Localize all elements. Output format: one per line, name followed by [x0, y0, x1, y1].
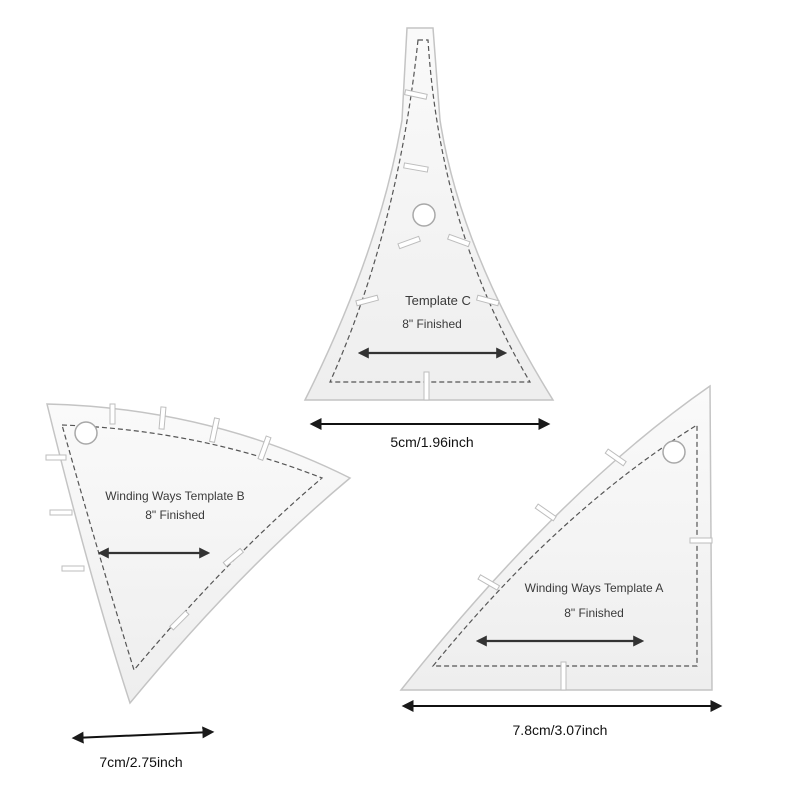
- template-a-dashed-seam: [431, 423, 698, 667]
- template-c-subtitle: 8" Finished: [402, 317, 462, 331]
- template-a-title: Winding Ways Template A: [525, 581, 664, 595]
- template-b-subtitle: 8" Finished: [145, 508, 205, 522]
- template-a: Winding Ways Template A 8" Finished: [399, 384, 713, 691]
- template-b-title: Winding Ways Template B: [105, 489, 244, 503]
- template-c: Template C 8" Finished: [303, 27, 555, 401]
- template-c-dimension-label: 5cm/1.96inch: [390, 434, 473, 450]
- template-a-dimension-label: 7.8cm/3.07inch: [513, 722, 608, 738]
- template-b-hole-icon: [74, 421, 98, 445]
- template-a-notches: [477, 448, 713, 691]
- template-c-title: Template C: [405, 293, 471, 308]
- template-b-dimension-arrow: [71, 726, 215, 744]
- template-c-dashed-seam: [329, 39, 532, 383]
- template-b: Winding Ways Template B 8" Finished: [45, 403, 352, 705]
- template-c-hole-icon: [412, 203, 436, 227]
- template-b-notches: [45, 403, 272, 631]
- template-b-dimension-label: 7cm/2.75inch: [99, 754, 182, 770]
- template-a-hole-icon: [662, 440, 686, 464]
- template-c-notches: [355, 89, 500, 401]
- template-a-subtitle: 8" Finished: [564, 606, 624, 620]
- template-a-body: [399, 384, 713, 691]
